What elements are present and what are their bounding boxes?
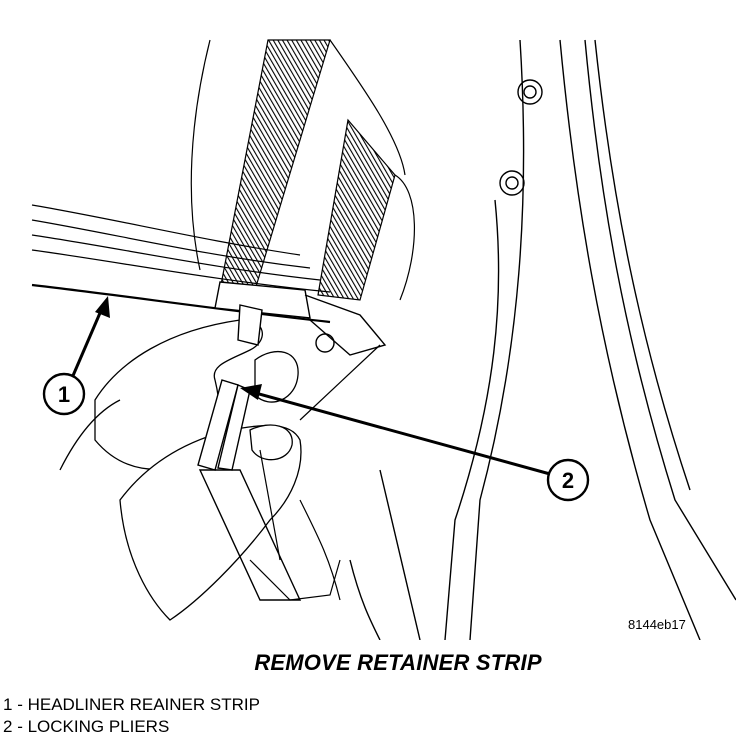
- callout-2-number: 2: [562, 468, 574, 493]
- locking-pliers: [197, 304, 302, 601]
- legend-item-number: 2: [3, 717, 13, 736]
- door-pillar: [349, 39, 736, 640]
- figure-id: 8144eb17: [628, 617, 686, 632]
- figure-title: REMOVE RETAINER STRIP: [254, 650, 542, 675]
- callout-1-number: 1: [58, 382, 70, 407]
- callout-1: 1: [42, 296, 110, 416]
- lower-trim: [249, 449, 341, 601]
- illustration: 1 2: [31, 39, 736, 640]
- legend-item-2: 2 - LOCKING PLIERS: [3, 716, 260, 738]
- legend: 1 - HEADLINER REAINER STRIP 2 - LOCKING …: [3, 694, 260, 738]
- seat-belt: [190, 39, 415, 301]
- legend-separator: -: [12, 717, 28, 736]
- legend-item-1: 1 - HEADLINER REAINER STRIP: [3, 694, 260, 716]
- hands: [59, 319, 302, 621]
- bolt-upper: [517, 79, 543, 105]
- legend-item-label: LOCKING PLIERS: [27, 717, 170, 736]
- legend-item-label: HEADLINER REAINER STRIP: [27, 695, 260, 714]
- bolt-lower: [499, 170, 525, 196]
- headliner-retainer-strip: [31, 204, 387, 421]
- legend-item-number: 1: [3, 695, 13, 714]
- legend-separator: -: [12, 695, 28, 714]
- callout-2: 2: [240, 384, 590, 502]
